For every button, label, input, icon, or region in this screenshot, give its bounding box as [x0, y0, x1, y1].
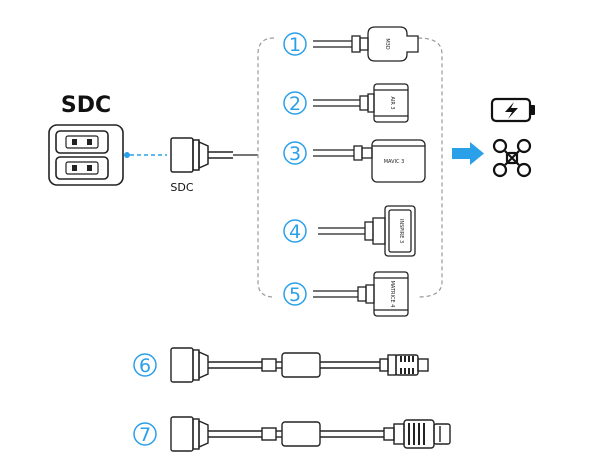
cable-6: 6	[133, 347, 429, 383]
arrow-right-icon	[452, 142, 484, 165]
battery-charging-icon	[490, 97, 535, 123]
adapter-bracket-left	[257, 37, 275, 298]
adapter-model-label: MATRICE 4	[389, 281, 395, 308]
cable-number-circle	[133, 422, 157, 446]
cable-number: 6	[139, 355, 151, 377]
adapter-5: 5 MATRICE 4	[283, 271, 409, 317]
adapter-number: 2	[289, 93, 301, 115]
sdc-plug-label: SDC	[170, 181, 193, 194]
adapter-number: 5	[289, 284, 301, 306]
sdc-plug	[170, 137, 233, 173]
adapter-number-circle	[283, 282, 307, 306]
adapter-number-circle	[283, 91, 307, 115]
adapter-1: 1 M3D	[283, 26, 419, 62]
adapter-number-circle	[283, 141, 307, 165]
adapter-4: 4 INSPIRE 3	[283, 205, 416, 257]
hub-title: SDC	[61, 93, 111, 118]
adapter-number: 4	[289, 221, 301, 243]
cable-number-circle	[133, 353, 157, 377]
adapter-number: 3	[289, 143, 301, 165]
adapter-model-label: INSPIRE 3	[398, 219, 404, 243]
adapter-number: 1	[289, 34, 301, 56]
adapter-model-label: M3D	[384, 38, 390, 49]
hub-port-dot	[124, 152, 130, 158]
cable-7: 7	[133, 416, 451, 452]
adapter-number-circle	[283, 32, 307, 56]
adapter-3: 3 MAVIC 3	[283, 139, 426, 183]
cable-number: 7	[139, 424, 151, 446]
drone-icon	[492, 138, 532, 178]
adapter-bracket-right	[417, 37, 443, 298]
adapter-number-circle	[283, 219, 307, 243]
charging-hub	[48, 124, 124, 186]
adapter-2: 2 AIR 3	[283, 83, 409, 123]
adapter-model-label: MAVIC 3	[384, 159, 405, 165]
adapter-model-label: AIR 3	[389, 96, 395, 109]
